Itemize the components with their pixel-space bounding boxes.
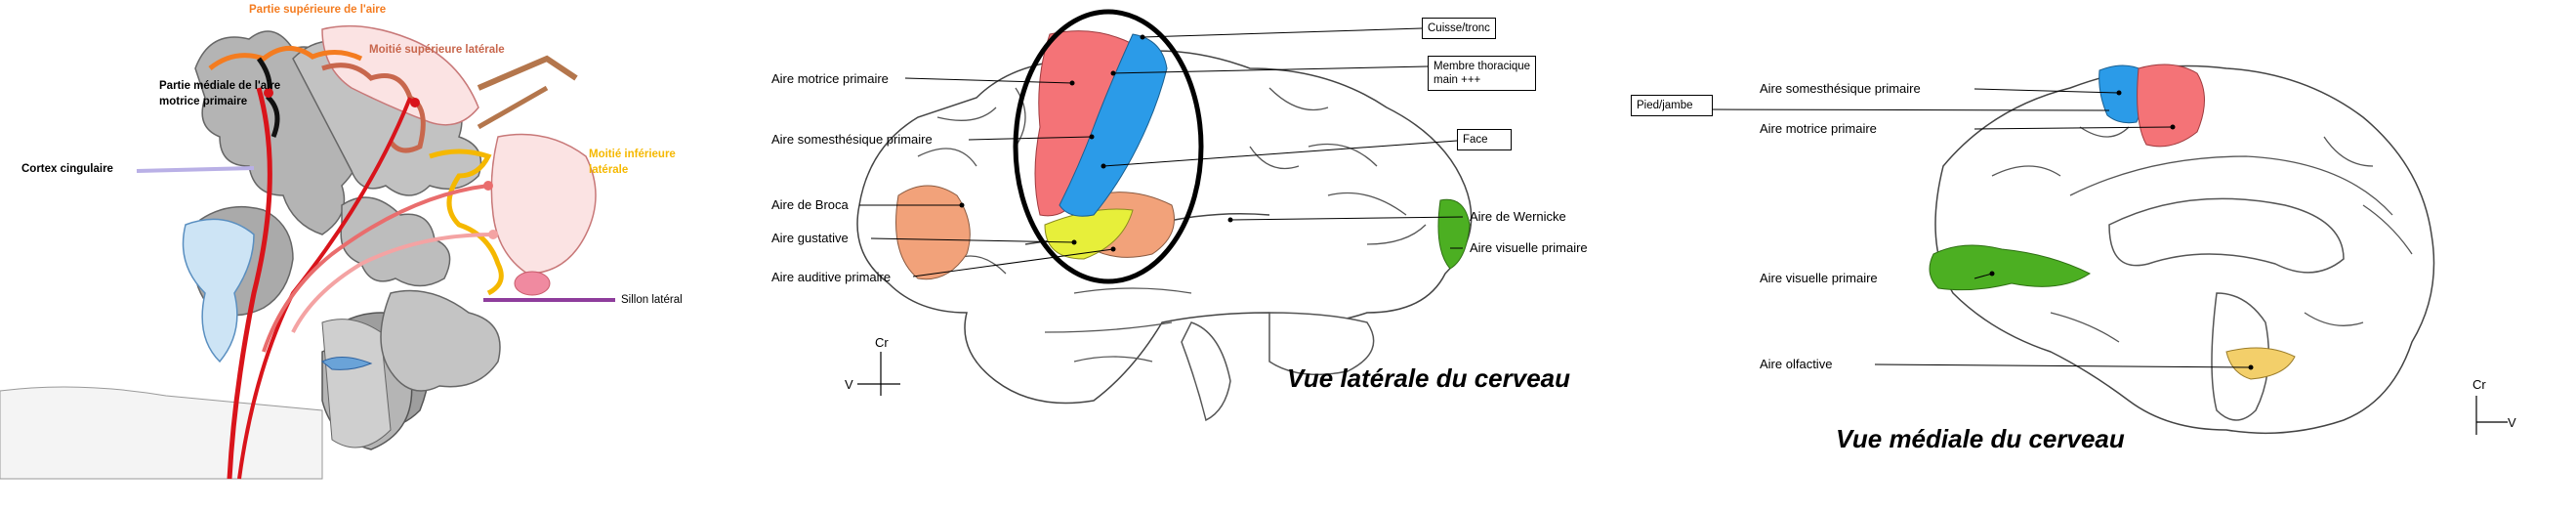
brainstem — [321, 319, 392, 448]
leader-medial-motor — [1974, 126, 2174, 130]
inferolateral-border — [429, 149, 504, 296]
medial-somesthetic-area — [2098, 64, 2145, 124]
superior-area-border — [208, 46, 363, 70]
box-upper-limb-line1: Membre thoracique — [1433, 61, 1531, 72]
tract-origin-4 — [488, 230, 498, 239]
orientation-up-lateral: Cr — [875, 335, 889, 350]
leader-gustatory — [870, 237, 1075, 243]
orientation-left-lateral: V — [845, 377, 853, 392]
homunculus-arm — [477, 85, 549, 130]
tract-origin-3 — [483, 181, 493, 191]
leader-thigh — [1142, 27, 1423, 38]
label-superior-part: Partie supérieure de l'aire — [249, 4, 387, 16]
leader-motor — [904, 77, 1073, 84]
label-inferolateral: Moitié inférieure latérale — [589, 149, 676, 176]
lateral-view-panel: Aire motrice primaire Aire somesthésique… — [723, 0, 1641, 512]
label-lateral-wernicke: Aire de Wernicke — [1470, 209, 1566, 224]
box-thigh-trunk: Cuisse/tronc — [1422, 18, 1496, 39]
sulci-parietal — [1249, 87, 1427, 245]
leader-medial-olfactory — [1874, 363, 2252, 368]
temporal-gyri — [380, 289, 501, 392]
lateral-broca-area — [895, 185, 971, 280]
lateral-sulcus-blob — [514, 271, 551, 296]
homunculus-hand — [321, 24, 479, 126]
label-medial-visual: Aire visuelle primaire — [1760, 271, 1878, 285]
tract-origin-2 — [410, 98, 420, 107]
leader-auditory — [912, 248, 1114, 277]
blue-structure — [321, 357, 373, 370]
coronal-section-drawing — [0, 24, 615, 480]
lower-body-outline — [0, 386, 323, 480]
label-lateral-sulcus: Sillon latéral — [621, 294, 683, 306]
label-lateral-auditory: Aire auditive primaire — [771, 270, 892, 284]
leader-face — [1102, 140, 1458, 167]
ventricle — [182, 218, 255, 363]
label-superolateral: Moitié supérieure latérale — [369, 44, 505, 56]
label-lateral-broca: Aire de Broca — [771, 197, 849, 212]
label-lateral-motor: Aire motrice primaire — [771, 71, 889, 86]
corticospinal-tract-4 — [291, 233, 494, 333]
homunculus-face — [490, 133, 597, 275]
lateral-brain-drawing — [856, 9, 1473, 422]
box-face: Face — [1457, 129, 1512, 150]
coronal-section-panel: Partie supérieure de l'aire Partie média… — [0, 0, 703, 512]
medial-olfactory-area — [2225, 347, 2296, 380]
tract-origin-1 — [264, 88, 273, 98]
label-lateral-visual: Aire visuelle primaire — [1470, 240, 1588, 255]
cingulate-line — [136, 166, 255, 173]
lateral-brainstem — [1181, 321, 1231, 422]
medial-brain-drawing — [1706, 64, 2508, 435]
lateral-cerebellum — [1268, 312, 1375, 376]
label-medial-motor: Aire motrice primaire — [1760, 121, 1877, 136]
label-medial-part: Partie médiale de l'aire motrice primair… — [159, 80, 281, 107]
medial-visual-area — [1929, 244, 2091, 291]
orientation-up-medial: Cr — [2472, 377, 2486, 392]
leader-upper-limb — [1112, 65, 1429, 74]
box-upper-limb-line2: main +++ — [1433, 74, 1481, 86]
label-lateral-gustatory: Aire gustative — [771, 231, 849, 245]
label-medial-olfactory: Aire olfactive — [1760, 357, 1833, 371]
highlight-ellipse — [1013, 9, 1204, 284]
cingulate-sulcus — [2069, 155, 2393, 216]
leader-wernicke — [1229, 216, 1464, 221]
corpus-callosum — [2108, 197, 2345, 274]
medial-view-panel: Pied/jambe Aire somesthésique primaire A… — [1631, 0, 2576, 512]
leader-medial-visual — [1974, 273, 1993, 279]
medial-view-title: Vue médiale du cerveau — [1836, 424, 2125, 453]
label-medial-somesthetic: Aire somesthésique primaire — [1760, 81, 1921, 96]
lateral-view-title: Vue latérale du cerveau — [1287, 363, 1571, 393]
box-foot-leg: Pied/jambe — [1631, 95, 1713, 116]
medial-motor-area — [2137, 64, 2205, 148]
leader-somesthetic — [968, 136, 1093, 141]
leader-foot — [1706, 108, 2110, 111]
orientation-right-medial: V — [2508, 415, 2516, 430]
label-lateral-somesthetic: Aire somesthésique primaire — [771, 132, 933, 147]
homunculus-leg — [477, 55, 578, 91]
orientation-cross-lateral — [857, 352, 900, 396]
sulci-temporal — [1044, 287, 1192, 363]
corticospinal-tract-1 — [227, 87, 272, 480]
orientation-cross-medial — [2475, 396, 2508, 435]
leader-medial-somesthetic — [1974, 88, 2120, 94]
corticospinal-tract-3 — [262, 184, 489, 353]
box-upper-limb: Membre thoracique main +++ — [1428, 56, 1537, 91]
label-cingulate: Cortex cingulaire — [21, 163, 113, 175]
